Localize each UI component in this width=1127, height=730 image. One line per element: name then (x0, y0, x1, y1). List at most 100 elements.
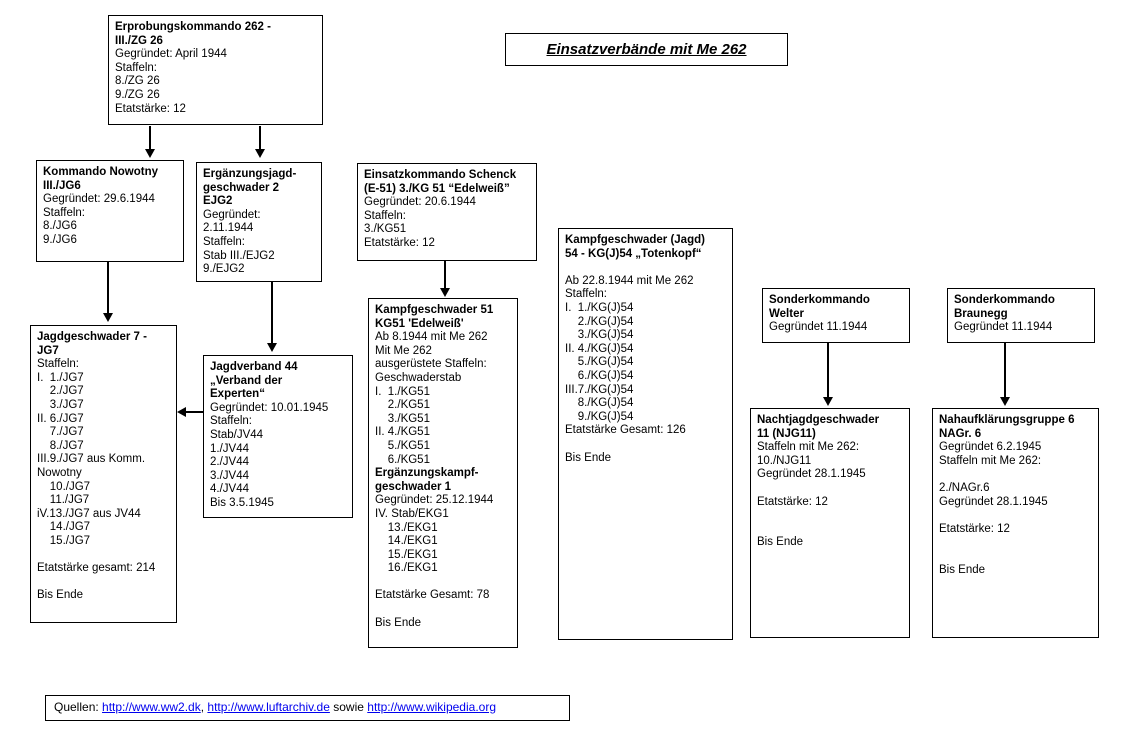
text-line: 9./JG6 (43, 233, 77, 246)
text-line: 6./KG(J)54 (565, 369, 634, 382)
text-line: 10./NJG11 (757, 454, 812, 467)
text-line: 10./JG7 (37, 480, 91, 493)
text-line: Etatstärke gesamt: 214 (37, 562, 156, 575)
text-line: Experten“ (210, 388, 265, 401)
text-line: 2./JV44 (210, 456, 249, 469)
text-line: (E-51) 3./KG 51 “Edelweiß” (364, 182, 510, 195)
connector-line (827, 343, 829, 398)
text-line: Ergänzungskampf- (375, 467, 479, 480)
text-line: 4./JV44 (210, 483, 249, 496)
text-line: „Verband der (210, 374, 283, 387)
text-line: Gegründet: 10.01.1945 (210, 401, 329, 414)
text-line: Gegründet 11.1944 (954, 321, 1053, 334)
text-line: Jagdverband 44 (210, 361, 298, 373)
arrow-down-icon (823, 397, 833, 406)
text-line (939, 468, 1092, 482)
text-line: Bis Ende (565, 451, 612, 464)
text-line: II. 4./KG(J)54 (565, 342, 634, 355)
text-line: Bis Ende (375, 616, 422, 629)
text-line: 8./ZG 26 (115, 75, 160, 88)
text-line: I. 1./KG51 (375, 385, 430, 398)
text-line: Etatstärke: 12 (757, 495, 828, 508)
text-line: Kampfgeschwader 51 (375, 304, 494, 316)
arrow-down-icon (267, 343, 277, 352)
text-line (939, 550, 1092, 564)
text-line: Etatstärke: 12 (364, 236, 435, 249)
text-line: Mit Me 262 (375, 344, 432, 357)
text-line: iV.13./JG7 aus JV44 (37, 507, 141, 520)
text-line: Staffeln: (37, 358, 79, 371)
connector-line (1004, 343, 1006, 398)
text-line (757, 482, 903, 496)
text-line: III./JG6 (43, 179, 81, 192)
text-line: Staffeln mit Me 262: (939, 454, 1042, 467)
arrow-down-icon (145, 149, 155, 158)
text-line: Etatstärke: 12 (939, 522, 1010, 535)
text-line: Gegründet: 25.12.1944 (375, 494, 494, 507)
text-line: KG51 'Edelweiß' (375, 317, 464, 330)
text-line: Bis Ende (757, 536, 804, 549)
text-line: Ab 8.1944 mit Me 262 (375, 331, 488, 344)
text-line (375, 603, 511, 617)
text-line: 2./KG(J)54 (565, 315, 634, 328)
connector-line (149, 126, 151, 150)
text-line: 3./KG51 (364, 223, 407, 236)
arrow-down-icon (103, 313, 113, 322)
text-line (37, 549, 170, 563)
text-line: ausgerüstete Staffeln: (375, 358, 487, 371)
text-line (375, 576, 511, 590)
arrow-down-icon (255, 149, 265, 158)
text-line: 8./JG7 (37, 439, 84, 452)
text-line: 3./KG(J)54 (565, 329, 634, 342)
text-line: Kommando Nowotny (43, 166, 158, 178)
text-line: Nowotny (37, 466, 82, 479)
text-line: Gegründet: 29.6.1944 (43, 193, 155, 206)
source-text: Quellen: (54, 700, 103, 714)
text-line (565, 438, 726, 452)
text-line: 54 - KG(J)54 „Totenkopf“ (565, 247, 702, 260)
text-line (565, 261, 726, 275)
text-line: Etatstärke: 12 (115, 102, 186, 115)
text-line: IV. Stab/EKG1 (375, 507, 449, 520)
text-line: Stab III./EJG2 (203, 249, 275, 262)
text-line: 8./KG(J)54 (565, 397, 634, 410)
text-line: Bis Ende (37, 589, 84, 602)
text-line: 2./NAGr.6 (939, 481, 990, 494)
diagram-title-box: Einsatzverbände mit Me 262 (505, 33, 788, 66)
text-line: Bis 3.5.1945 (210, 496, 274, 509)
text-line: III.7./KG(J)54 (565, 383, 634, 396)
text-line: Welter (769, 307, 804, 320)
text-line: II. 6./JG7 (37, 412, 84, 425)
text-line: Gegründet: 20.6.1944 (364, 196, 476, 209)
text-line: III.9./JG7 aus Komm. (37, 453, 146, 466)
text-line: 3./JV44 (210, 469, 249, 482)
text-line: Gegründet 28.1.1945 (757, 468, 866, 481)
source-text: , (200, 700, 208, 714)
text-line: 9./EJG2 (203, 263, 245, 276)
text-line: I. 1./KG(J)54 (565, 301, 634, 314)
text-line: NAGr. 6 (939, 427, 982, 440)
text-line: EJG2 (203, 195, 233, 208)
text-line: Gegründet: April 1944 (115, 48, 227, 61)
text-line: Staffeln mit Me 262: (757, 441, 860, 454)
text-line (757, 509, 903, 523)
connector-line (444, 261, 446, 289)
source-link[interactable]: http://www.ww2.dk (102, 700, 201, 714)
text-line: geschwader 2 (203, 181, 280, 194)
text-line: Sonderkommando (954, 294, 1055, 306)
text-line: 13./EKG1 (375, 521, 438, 534)
text-line: 14./JG7 (37, 521, 91, 534)
source-link[interactable]: http://www.wikipedia.org (367, 700, 496, 714)
text-line: Etatstärke Gesamt: 126 (565, 424, 686, 437)
text-line: I. 1./JG7 (37, 371, 84, 384)
text-line: 6./KG51 (375, 453, 430, 466)
text-line: Staffeln: (210, 415, 252, 428)
source-link[interactable]: http://www.luftarchiv.de (207, 700, 330, 714)
arrow-down-icon (440, 288, 450, 297)
